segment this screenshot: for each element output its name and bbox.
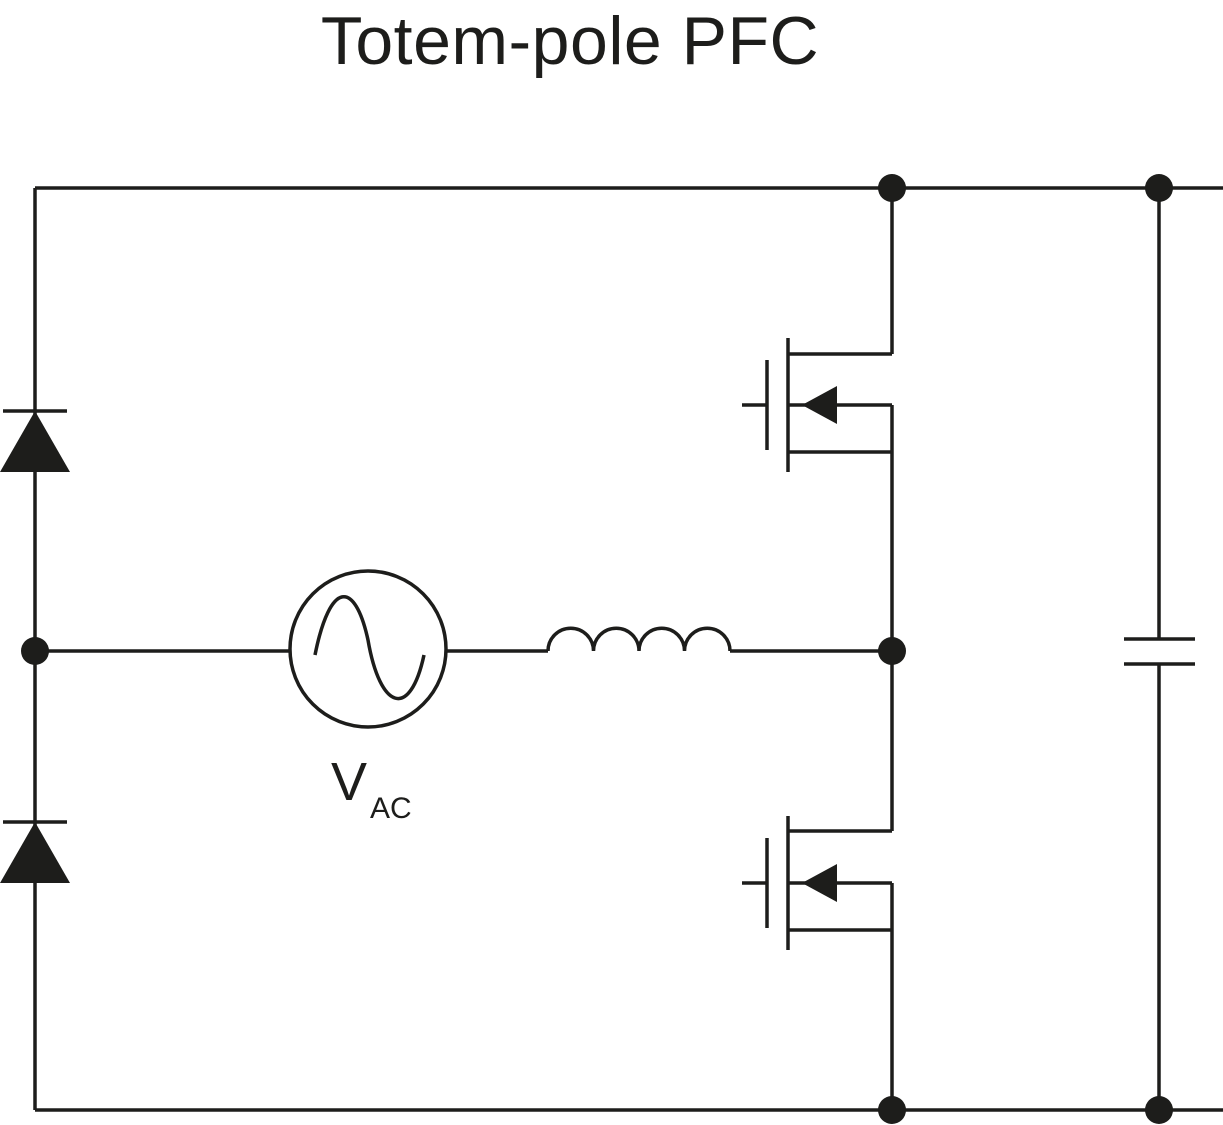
junction-dot	[878, 1096, 906, 1124]
junction-dots	[21, 174, 1173, 1124]
junction-dot	[878, 637, 906, 665]
vac-label-subscript: AC	[370, 792, 412, 825]
lower-diode	[0, 820, 70, 883]
lower-mosfet	[742, 816, 894, 950]
upper-mosfet-arrow-icon	[802, 386, 837, 424]
vac-label: V AC	[331, 752, 412, 825]
lower-mosfet-arrow-icon	[802, 864, 837, 902]
junction-dot	[1145, 174, 1173, 202]
sine-wave-icon	[313, 595, 426, 701]
upper-diode	[0, 409, 70, 472]
junction-dot	[878, 174, 906, 202]
junction-dot	[1145, 1096, 1173, 1124]
ac-voltage-source	[288, 569, 448, 729]
boost-inductor	[546, 626, 732, 652]
vac-label-main: V	[331, 752, 367, 812]
output-capacitor	[1124, 188, 1195, 1110]
junction-dot	[21, 637, 49, 665]
upper-mosfet	[742, 338, 894, 472]
diagram-title: Totem-pole PFC	[320, 3, 820, 79]
